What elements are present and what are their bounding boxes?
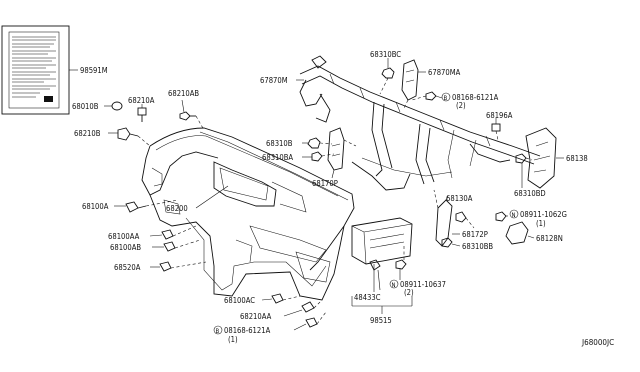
label-08168-6121A-upper-qty: (2) bbox=[456, 101, 466, 110]
label-08168-6121A-lower: 08168-6121A bbox=[224, 326, 271, 335]
label-68196A: 68196A bbox=[486, 111, 513, 120]
clip-68172P bbox=[452, 211, 475, 235]
label-08168-6121A-lower-qty: (1) bbox=[228, 335, 238, 344]
label-68138: 68138 bbox=[566, 154, 588, 163]
nut-68310BA bbox=[302, 151, 335, 162]
clip-68210B bbox=[108, 127, 151, 147]
label-68010B: 68010B bbox=[72, 102, 99, 111]
nut-symbol-10637-letter: N bbox=[392, 282, 396, 289]
label-68172P: 68172P bbox=[462, 230, 488, 239]
label-68210A: 68210A bbox=[128, 96, 155, 105]
bolt-symbol-lower: B bbox=[213, 325, 223, 335]
labels: 68010B 68210A 68210AB 68210B 68100A 6820… bbox=[72, 50, 614, 347]
label-68100AB: 68100AB bbox=[110, 243, 141, 252]
label-68210AA: 68210AA bbox=[240, 312, 272, 321]
clip-68520A bbox=[150, 261, 207, 272]
fastener-68210A bbox=[137, 104, 147, 122]
clip-68210AB bbox=[179, 99, 205, 131]
label-68170P: 68170P bbox=[312, 179, 338, 188]
label-08168-6121A-upper: 08168-6121A bbox=[452, 93, 499, 102]
nut-symbol-1062G-letter: N bbox=[512, 212, 516, 219]
steering-member-67870M bbox=[296, 55, 541, 191]
label-68100A: 68100A bbox=[82, 202, 109, 211]
nut-68310BD bbox=[515, 153, 533, 188]
label-68130A: 68130A bbox=[446, 194, 473, 203]
nut-68310BB bbox=[441, 237, 461, 248]
label-68310BC: 68310BC bbox=[370, 50, 401, 59]
label-98515: 98515 bbox=[370, 316, 392, 325]
bolt-08168-6121A-lower bbox=[293, 311, 327, 331]
nut-symbol-10637: N bbox=[389, 279, 399, 289]
drawing-code: J68000JC bbox=[581, 338, 614, 347]
airbag-module-98515 bbox=[351, 217, 413, 314]
label-68310BA: 68310BA bbox=[262, 153, 293, 162]
screw-68100AC bbox=[261, 293, 301, 304]
label-68310BB: 68310BB bbox=[462, 242, 493, 251]
nut-08911-1062G bbox=[495, 211, 508, 222]
bracket-68128N bbox=[505, 221, 535, 245]
bracket-68170P bbox=[327, 127, 357, 179]
label-67870M: 67870M bbox=[260, 76, 288, 85]
bolt-08168-6121A-upper bbox=[411, 91, 443, 101]
label-98591M: 98591M bbox=[80, 66, 108, 75]
label-08911-1062G: 08911-1062G bbox=[520, 210, 567, 219]
screw-68100A bbox=[114, 199, 179, 213]
fastener-68010B bbox=[104, 101, 123, 111]
label-68128N: 68128N bbox=[536, 234, 563, 243]
label-68200: 68200 bbox=[166, 204, 188, 213]
screw-68100AB bbox=[152, 239, 201, 252]
screw-68100AA bbox=[149, 225, 197, 240]
label-48433C: 48433C bbox=[354, 293, 381, 302]
nut-68310BC bbox=[379, 58, 395, 95]
label-08911-10637-qty: (2) bbox=[404, 288, 414, 297]
label-68310B: 68310B bbox=[266, 139, 293, 148]
label-67870MA: 67870MA bbox=[428, 68, 461, 77]
bolt-symbol-lower-letter: B bbox=[216, 328, 220, 335]
label-68210B: 68210B bbox=[74, 129, 101, 138]
label-68210AB: 68210AB bbox=[168, 89, 199, 98]
label-68520A: 68520A bbox=[114, 263, 141, 272]
bracket-68138 bbox=[525, 127, 564, 189]
label-68100AC: 68100AC bbox=[224, 296, 255, 305]
label-68100AA: 68100AA bbox=[108, 232, 140, 241]
clip-48433C bbox=[369, 259, 381, 291]
label-08911-10637: 08911-10637 bbox=[400, 280, 446, 289]
bracket-67870MA bbox=[401, 59, 426, 109]
bolt-symbol-upper-letter: B bbox=[444, 95, 448, 102]
nut-symbol-1062G: N bbox=[509, 209, 519, 219]
label-08911-1062G-qty: (1) bbox=[536, 219, 546, 228]
clip-68196A bbox=[491, 118, 501, 141]
bolt-symbol-upper: B bbox=[441, 92, 451, 102]
nut-08911-10637 bbox=[395, 246, 407, 280]
label-68310BD: 68310BD bbox=[514, 189, 546, 198]
nut-68310B bbox=[302, 137, 333, 149]
instrument-panel-68200 bbox=[141, 127, 355, 301]
clip-68210AA bbox=[283, 299, 323, 317]
label-sheet-98591M bbox=[1, 25, 78, 115]
